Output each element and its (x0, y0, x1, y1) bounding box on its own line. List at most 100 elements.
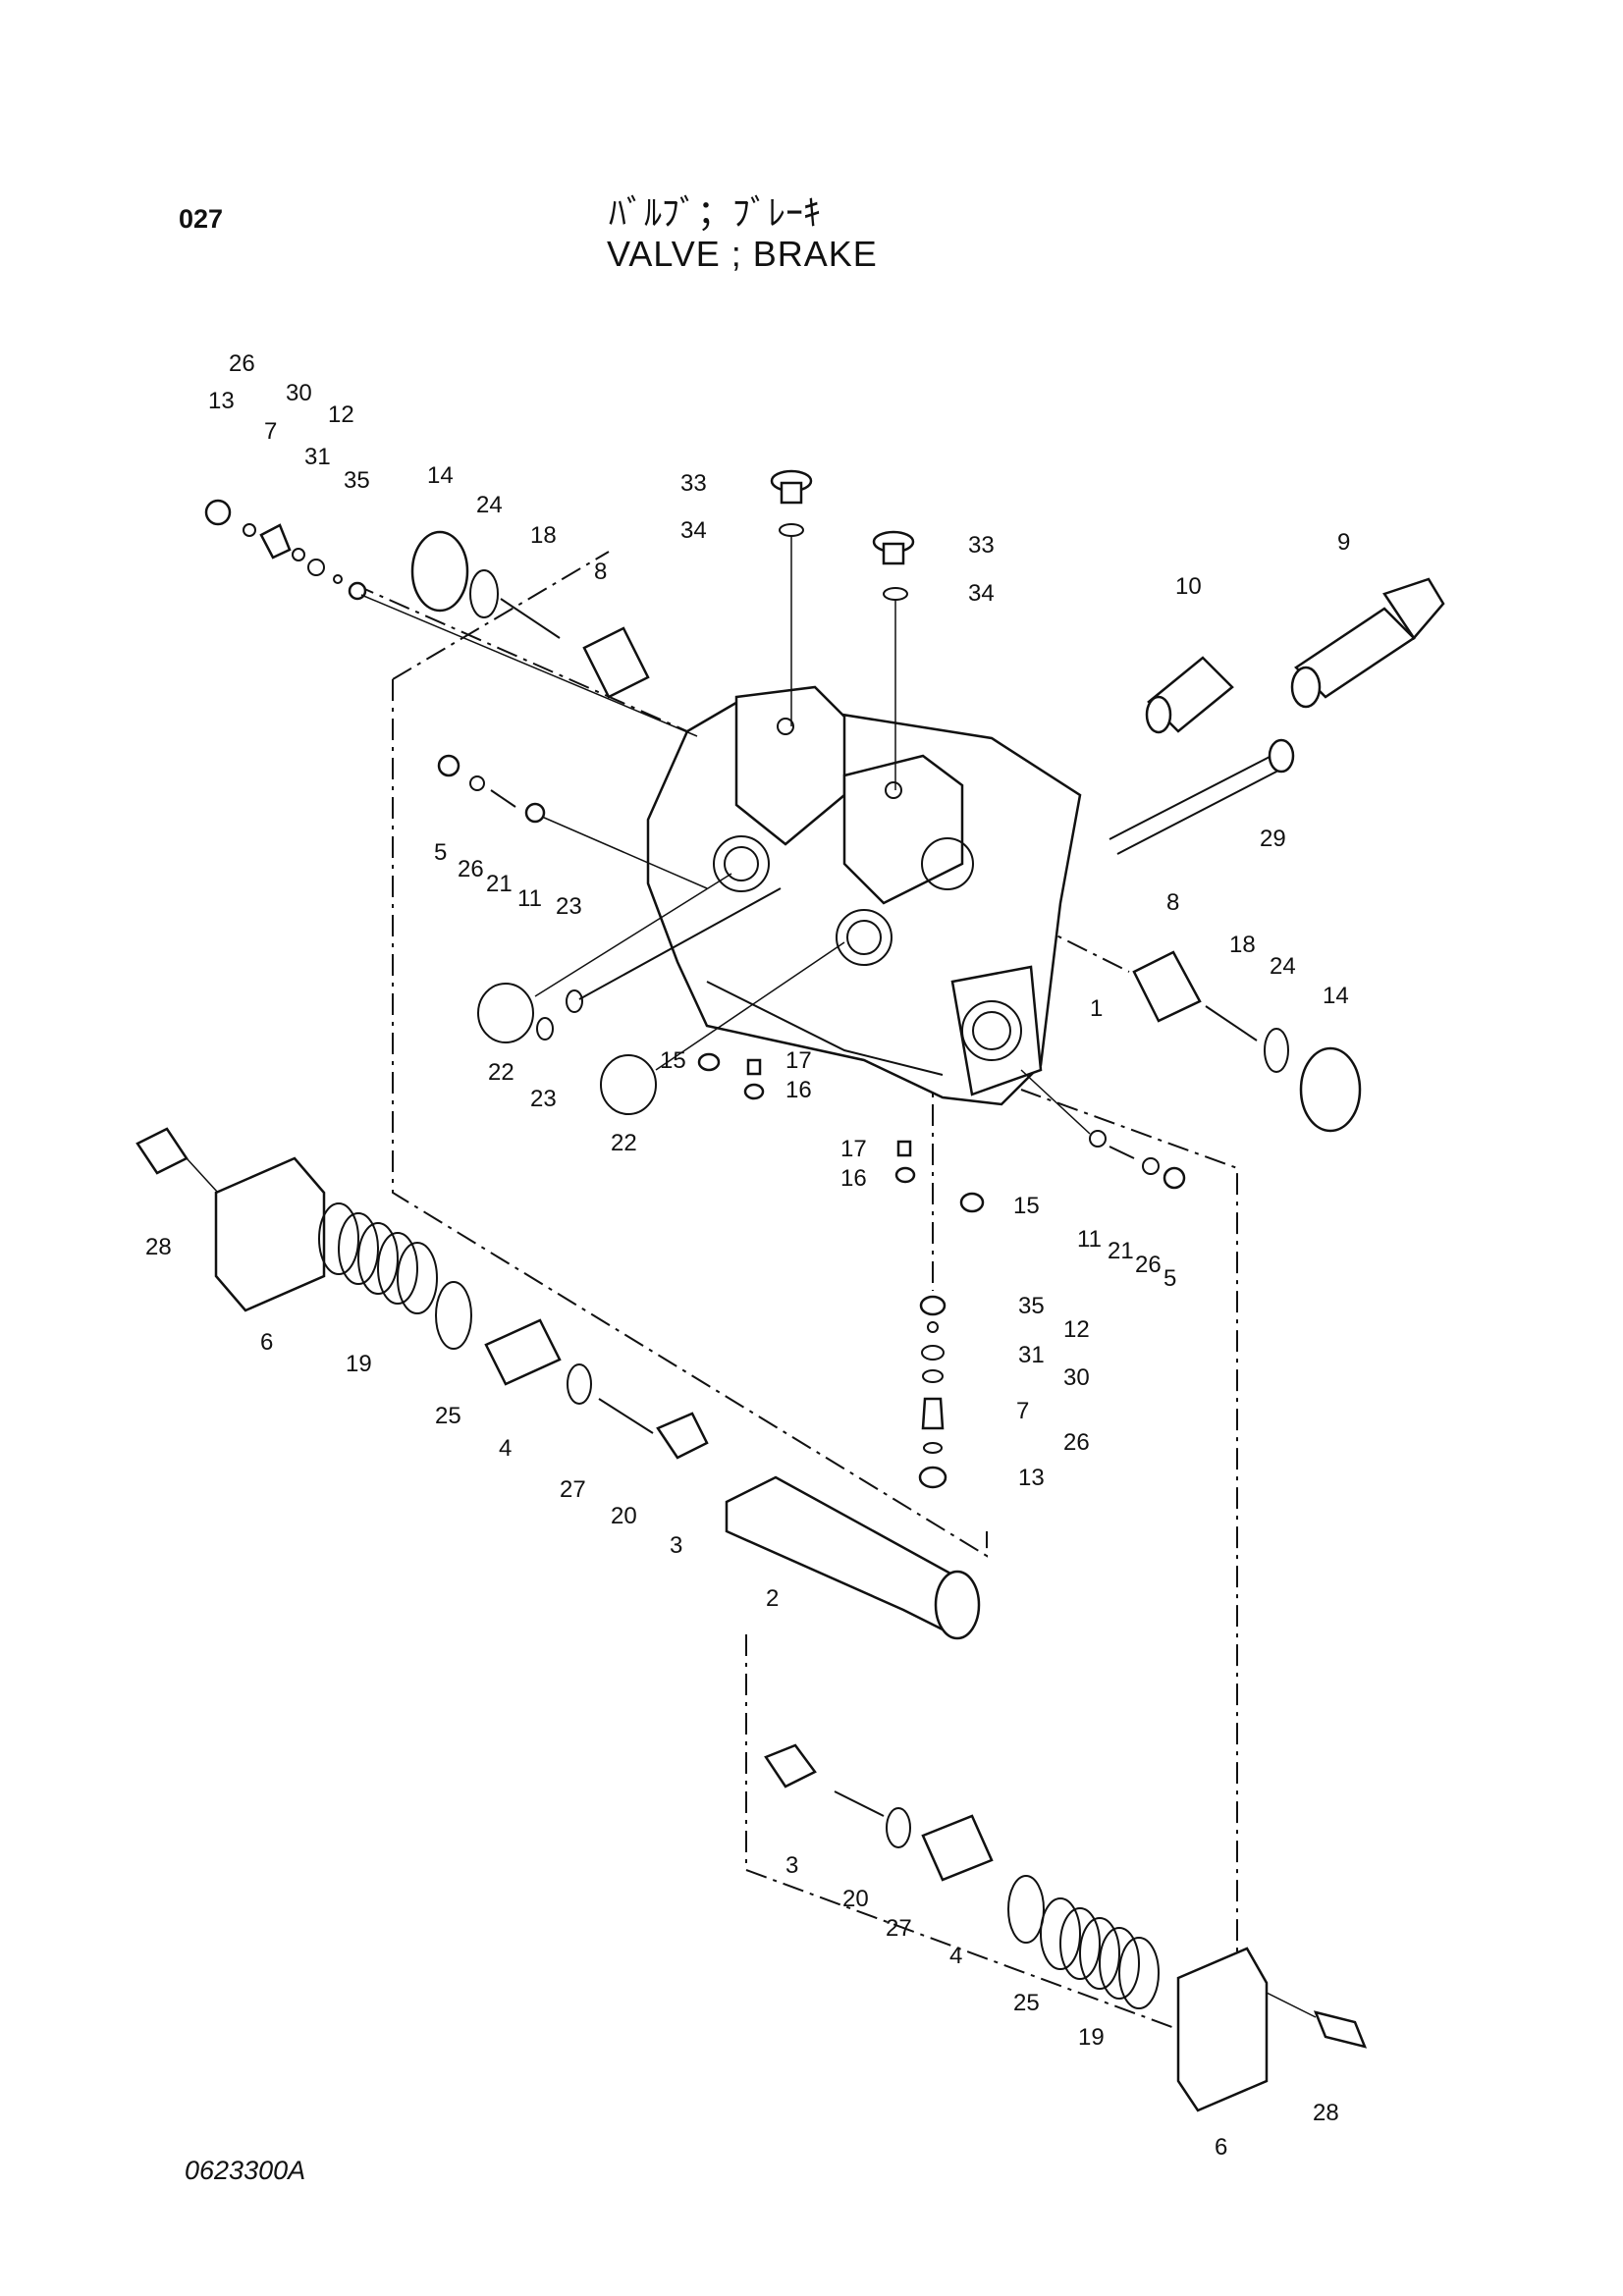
check-cluster-left (437, 754, 708, 889)
callout-3: 3 (785, 1852, 798, 1879)
spring-18-lower (1205, 1005, 1258, 1041)
o-ring-24-upper (469, 569, 499, 618)
plug-33-right (872, 530, 915, 790)
spring-19-upper (318, 1202, 438, 1314)
callout-27: 27 (560, 1476, 586, 1503)
callout-31: 31 (1018, 1342, 1045, 1368)
callout-13: 13 (208, 388, 235, 414)
callout-9: 9 (1337, 529, 1350, 556)
plug-10 (1145, 656, 1234, 734)
callout-6: 6 (260, 1329, 273, 1356)
callout-7: 7 (264, 418, 277, 445)
callout-29: 29 (1260, 826, 1286, 852)
plug-33-left (770, 469, 813, 726)
callout-30: 30 (286, 380, 312, 406)
callout-23: 23 (530, 1086, 557, 1112)
callout-17: 17 (840, 1136, 867, 1162)
o-ring-24-lower (1264, 1028, 1289, 1073)
callout-18: 18 (1229, 932, 1256, 958)
callout-19: 19 (346, 1351, 372, 1377)
spring-20-upper (598, 1398, 654, 1434)
callout-23: 23 (556, 893, 582, 920)
callout-6: 6 (1215, 2134, 1227, 2161)
o-ring-23-lower (536, 1017, 554, 1041)
callout-19: 19 (1078, 2024, 1105, 2051)
callout-5: 5 (434, 839, 447, 866)
title-japanese: ﾊﾞﾙﾌﾞ；ﾌﾞﾚｰｷ (609, 192, 822, 233)
callout-34: 34 (968, 580, 995, 607)
callout-15: 15 (1013, 1193, 1040, 1219)
callout-34: 34 (680, 517, 707, 544)
callout-13: 13 (1018, 1465, 1045, 1491)
callout-5: 5 (1163, 1265, 1176, 1292)
callout-26: 26 (229, 350, 255, 377)
sleeve-8-lower (1132, 950, 1202, 1023)
callout-35: 35 (344, 467, 370, 494)
callout-33: 33 (968, 532, 995, 559)
assembly-guide-line (352, 583, 688, 732)
plug-15-right (959, 1192, 985, 1213)
stopper-3-lower (764, 1743, 817, 1789)
callout-31: 31 (304, 444, 331, 470)
callout-2: 2 (766, 1585, 779, 1612)
spool-2 (725, 1475, 981, 1640)
callout-3: 3 (670, 1532, 682, 1559)
callout-28: 28 (145, 1234, 172, 1260)
plug-14-lower (1299, 1046, 1362, 1133)
callout-12: 12 (328, 401, 354, 428)
callout-24: 24 (1270, 953, 1296, 980)
stopper-3-upper (656, 1412, 709, 1460)
callout-4: 4 (949, 1943, 962, 1969)
leader (655, 941, 845, 1071)
check-cluster-right (1020, 1069, 1186, 1190)
o-ring-27-lower (886, 1807, 911, 1848)
callout-21: 21 (1108, 1238, 1134, 1264)
callout-21: 21 (486, 871, 513, 897)
o-ring-23-upper (566, 989, 583, 1013)
drawing-number: 0623300A (185, 2156, 306, 2185)
callout-20: 20 (611, 1503, 637, 1529)
callout-18: 18 (530, 522, 557, 549)
callout-27: 27 (886, 1915, 912, 1942)
callout-22: 22 (611, 1130, 637, 1156)
o-ring-22-center (600, 1054, 657, 1115)
leader (534, 873, 732, 997)
callout-33: 33 (680, 470, 707, 497)
callout-11: 11 (1077, 1226, 1102, 1253)
plug-14-upper (410, 530, 469, 613)
plug-9 (1290, 577, 1445, 709)
sleeve-8-upper (582, 626, 650, 699)
callout-25: 25 (435, 1403, 461, 1429)
callout-17: 17 (785, 1047, 812, 1074)
callout-10: 10 (1175, 573, 1202, 600)
callout-labels: 26 13 30 7 12 31 35 14 24 18 8 33 34 33 … (145, 350, 1350, 2161)
callout-16: 16 (840, 1165, 867, 1192)
piston-4-lower (921, 1814, 994, 1882)
callout-11: 11 (517, 885, 542, 912)
callout-14: 14 (427, 462, 454, 489)
callout-35: 35 (1018, 1293, 1045, 1319)
callout-26: 26 (1135, 1252, 1162, 1278)
spring-18-upper (500, 598, 561, 639)
o-ring-25-upper (435, 1281, 472, 1350)
spring-19-lower (1040, 1897, 1160, 2009)
plug-16-right (894, 1166, 916, 1184)
callout-24: 24 (476, 492, 503, 518)
callout-14: 14 (1323, 983, 1349, 1009)
cover-6-upper (135, 1127, 326, 1312)
o-ring-25-lower (1007, 1875, 1045, 1944)
callout-28: 28 (1313, 2100, 1339, 2126)
page-number: 027 (179, 204, 224, 234)
callout-8: 8 (594, 559, 607, 585)
callout-22: 22 (488, 1059, 514, 1086)
cover-6-lower (1176, 1947, 1368, 2112)
callout-1: 1 (1090, 995, 1103, 1022)
assembly-guide-line (392, 551, 610, 680)
o-ring-22-left (477, 983, 534, 1043)
bolt-29 (1109, 738, 1295, 855)
valve-body (646, 685, 1082, 1106)
callout-25: 25 (1013, 1990, 1040, 2016)
callout-4: 4 (499, 1435, 512, 1462)
pin (578, 887, 782, 1000)
